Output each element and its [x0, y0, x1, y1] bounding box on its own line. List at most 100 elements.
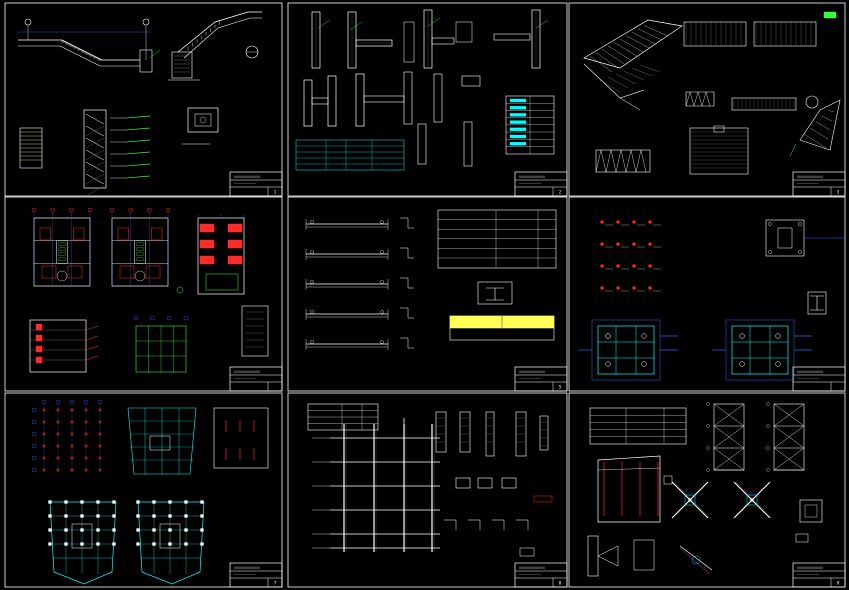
rect [96, 514, 100, 518]
path [400, 337, 414, 349]
rect [753, 21, 817, 47]
circle [600, 220, 604, 224]
path [400, 217, 414, 229]
line [773, 425, 805, 449]
circle [600, 242, 604, 246]
circle [616, 264, 620, 268]
circle [706, 468, 710, 472]
rect [64, 514, 68, 518]
circle [766, 424, 770, 428]
sheet-number: 9 [837, 581, 840, 586]
line [535, 19, 549, 29]
rect [795, 533, 809, 543]
rect [477, 477, 493, 489]
rect [663, 475, 673, 485]
rect [39, 227, 51, 241]
line [713, 447, 745, 471]
circle [687, 497, 693, 503]
rect [807, 291, 827, 315]
title-block-8: 8 [514, 562, 568, 588]
circle [706, 446, 710, 450]
line [671, 481, 709, 519]
line [149, 49, 161, 59]
circle [766, 468, 770, 472]
rect [171, 51, 193, 79]
circle [199, 116, 207, 124]
rect [689, 127, 749, 175]
rect [227, 239, 243, 249]
path [177, 11, 262, 53]
sheet-5-beam-schedule [305, 209, 557, 350]
circle [600, 264, 604, 268]
path [49, 501, 117, 585]
rect [199, 239, 215, 249]
path [468, 519, 481, 530]
circle [31, 207, 37, 213]
rect [152, 528, 156, 532]
rect [112, 514, 116, 518]
circle [749, 497, 755, 503]
rect [136, 542, 140, 546]
rect [184, 500, 188, 504]
rect [168, 514, 172, 518]
circle [775, 333, 781, 339]
sheet-2-connection-details [295, 9, 555, 171]
rect [184, 542, 188, 546]
title-block-5: 5 [514, 366, 568, 392]
rect [136, 242, 144, 246]
rect [56, 240, 68, 264]
rect [731, 325, 789, 375]
sheet-frame-9 [568, 392, 846, 588]
rect [35, 345, 43, 353]
rect [435, 411, 447, 453]
circle [605, 361, 611, 367]
sheet-number: 3 [837, 190, 840, 195]
line [125, 139, 151, 143]
rect [48, 542, 52, 546]
sheet-frame-1 [4, 2, 283, 197]
rect [199, 223, 215, 233]
circle [183, 315, 189, 321]
rect [792, 562, 846, 588]
sheet-number: 5 [559, 385, 562, 390]
rect [295, 139, 405, 171]
sheet-frame-6 [568, 196, 846, 392]
rect [145, 265, 161, 279]
circle [706, 424, 710, 428]
rect [514, 366, 568, 392]
rect [509, 142, 527, 146]
circle [641, 361, 647, 367]
circle [56, 270, 68, 282]
circle [648, 220, 652, 224]
line [589, 55, 613, 73]
path [85, 113, 105, 125]
line [125, 115, 151, 119]
rect [519, 547, 535, 557]
path [400, 247, 414, 259]
rect [463, 121, 473, 167]
circle [31, 431, 37, 437]
rect [58, 242, 66, 246]
sheet-4-floor-plans [29, 207, 269, 373]
line [125, 163, 151, 167]
circle [87, 207, 93, 213]
circle [133, 315, 139, 321]
circle [176, 286, 184, 294]
path [444, 519, 457, 530]
circle [310, 220, 314, 224]
circle [310, 280, 314, 284]
circle [632, 286, 636, 290]
rect [96, 542, 100, 546]
line [125, 127, 151, 131]
rect [184, 514, 188, 518]
path [685, 91, 715, 107]
line [317, 19, 331, 29]
line [599, 79, 621, 93]
path [85, 173, 105, 185]
rect [64, 542, 68, 546]
rect [48, 500, 52, 504]
rect [58, 252, 66, 256]
sheet-number: 8 [559, 581, 562, 586]
